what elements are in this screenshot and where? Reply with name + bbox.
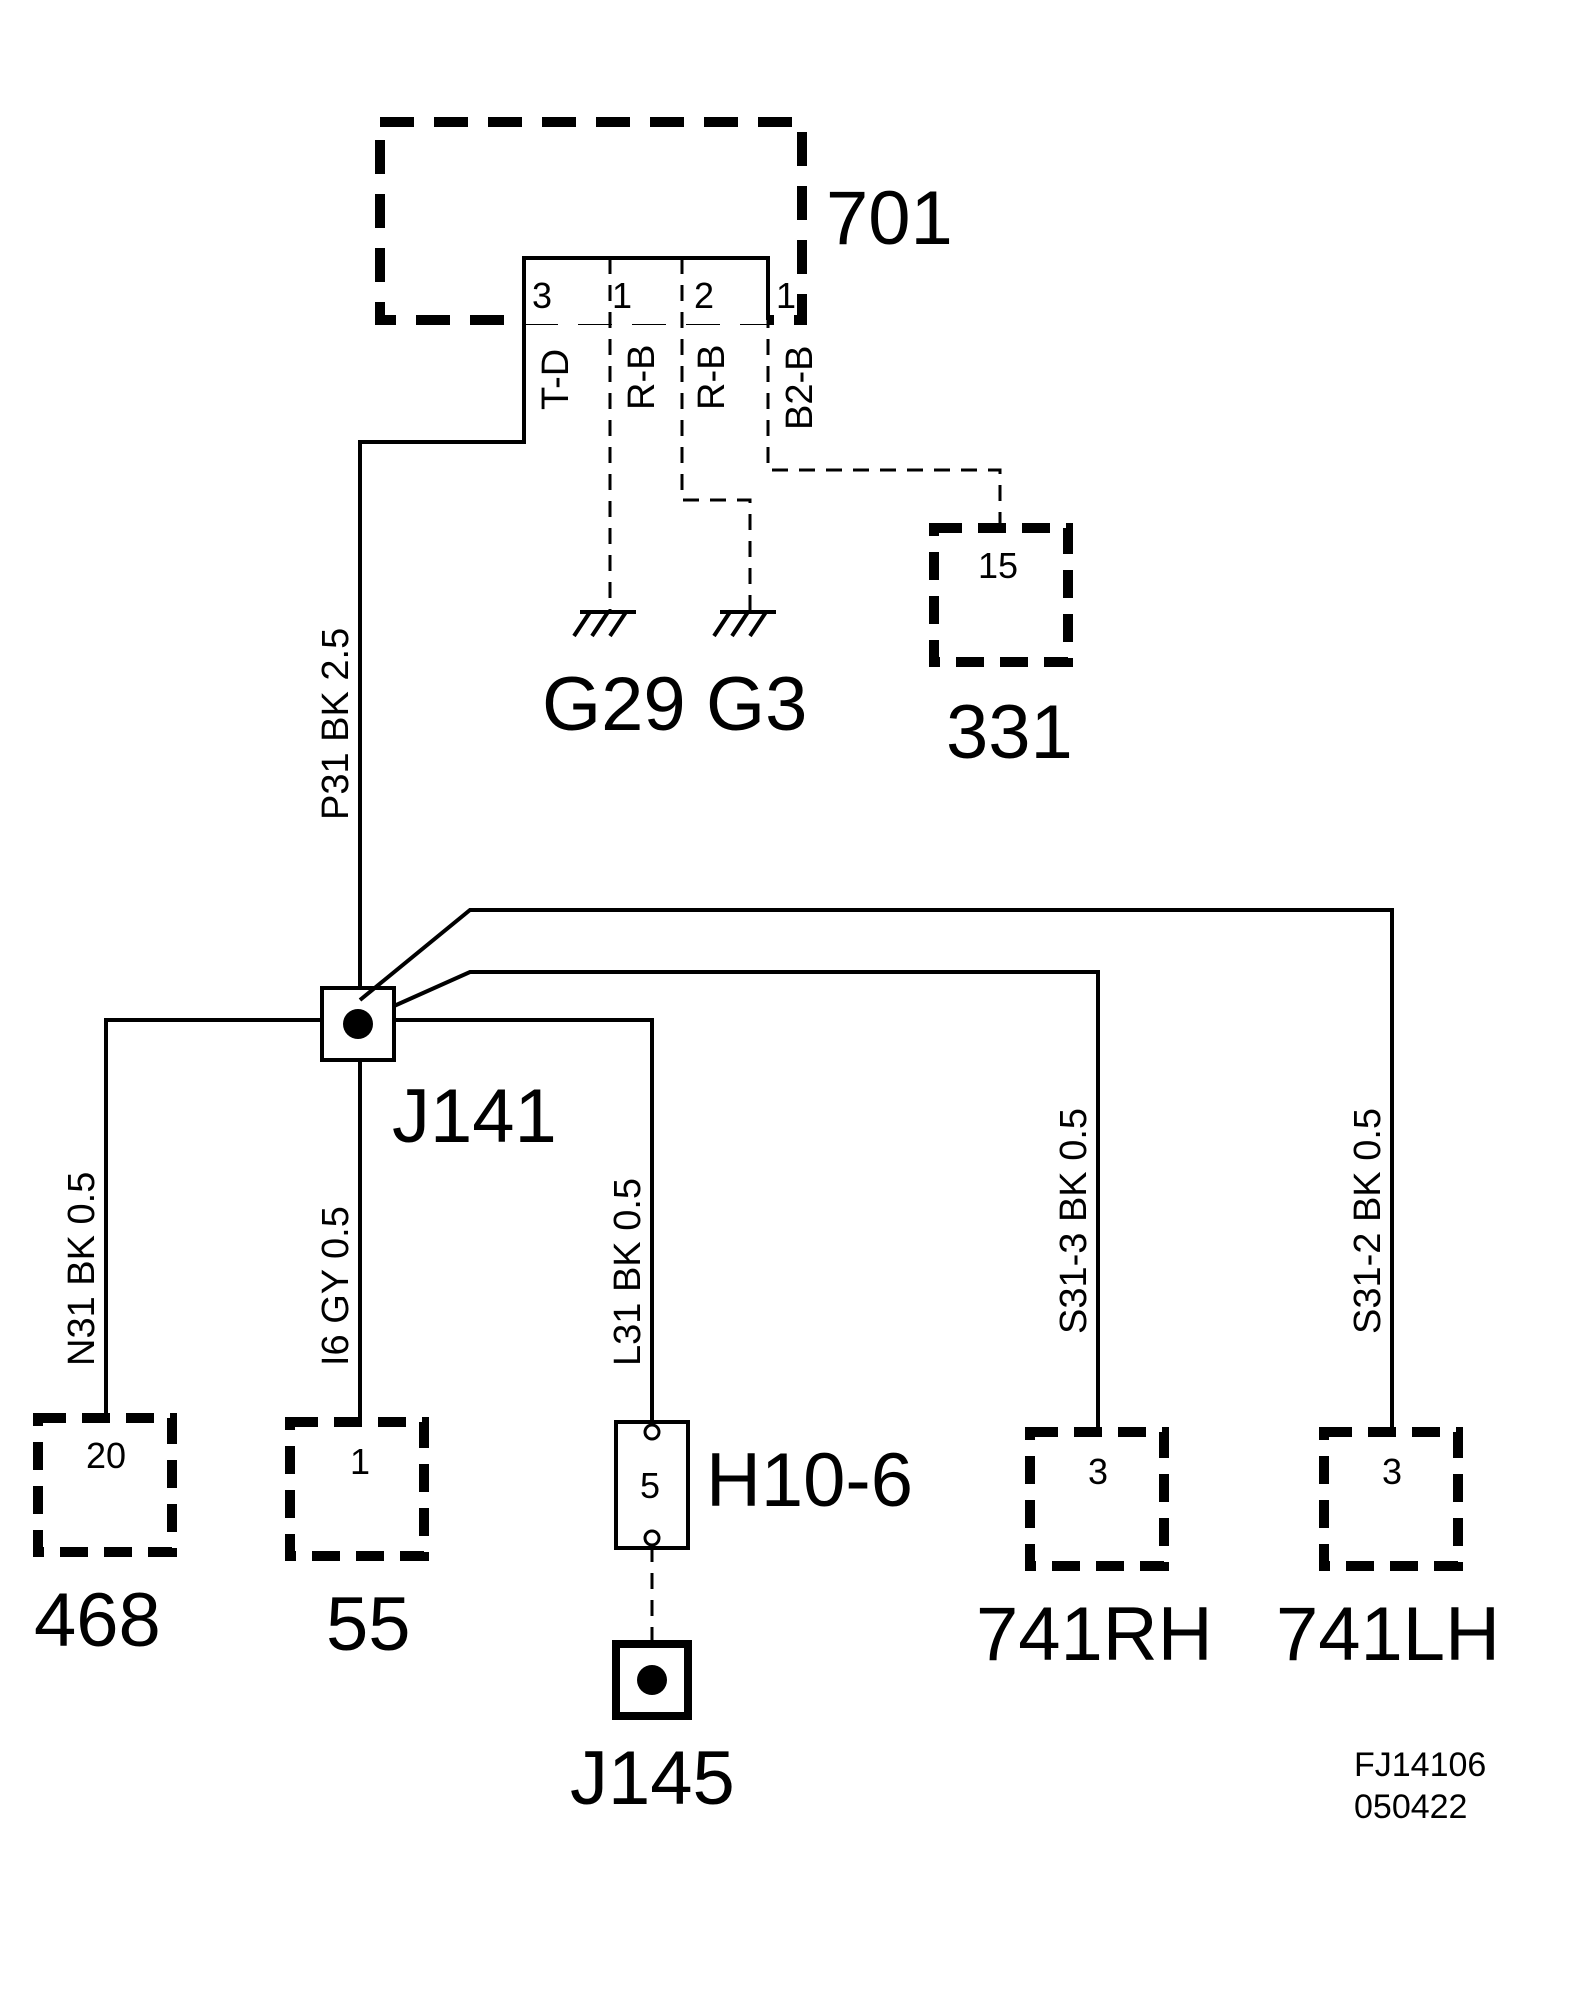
component-741lh-box [1319,1427,1463,1571]
pin-468-20: 20 [86,1435,126,1476]
component-701: 701 3 1 2 1 [375,117,953,325]
wire-s31-2 [358,908,1394,1432]
wire-label-b2-b: B2-B [779,346,821,430]
connector-h10-6-label: H10-6 [706,1438,913,1523]
ground-g3-label: G3 [706,662,807,747]
wire-label-i6: I6 GY 0.5 [315,1206,357,1366]
component-741rh-box [1025,1427,1169,1571]
junction-j145-dot [637,1665,667,1695]
component-741lh: 3 741LH [1276,1427,1500,1677]
junction-j141-dot [343,1009,373,1039]
wire-b2-b [766,258,1002,528]
ground-g3-symbol [712,610,776,638]
component-701-label: 701 [826,176,953,261]
component-468: 20 468 [33,1413,177,1663]
pin-h10-6-5: 5 [640,1465,660,1506]
component-55-box [285,1417,429,1561]
wire-label-t-d: T-D [535,349,577,410]
connector-h10-6-body [614,1420,690,1550]
wire-r-b-g3 [680,258,752,612]
wire-label-s31-3: S31-3 BK 0.5 [1053,1108,1095,1334]
junction-j145: J145 [570,1640,735,1821]
junction-j145-label: J145 [570,1736,735,1821]
connector-h10-6: 5 H10-6 [614,1420,913,1550]
component-331-label: 331 [946,690,1073,775]
wire-label-r-b-1: R-B [621,345,663,410]
pin-701-3: 3 [532,275,552,316]
component-468-box [33,1413,177,1557]
pin-741rh-3: 3 [1088,1451,1108,1492]
wire-label-r-b-2: R-B [691,345,733,410]
wire-label-s31-2: S31-2 BK 0.5 [1347,1108,1389,1334]
component-55-label: 55 [326,1582,411,1667]
pin-701-1b: 1 [776,275,796,316]
component-331-box [929,523,1073,667]
pin-331-15: 15 [978,545,1018,586]
wire-label-l31: L31 BK 0.5 [607,1178,649,1366]
reference-date: 050422 [1354,1788,1467,1826]
component-468-label: 468 [34,1578,161,1663]
pin-701-2: 2 [694,275,714,316]
ground-g29-symbol [572,610,636,638]
component-55: 1 55 [285,1417,429,1667]
wire-s31-3 [393,970,1100,1432]
component-741rh: 3 741RH [976,1427,1213,1677]
wire-n31 [104,1018,322,1418]
wire-p31 [358,258,526,1030]
wire-label-n31: N31 BK 0.5 [61,1172,103,1366]
component-741rh-label: 741RH [976,1592,1213,1677]
component-331: 15 331 [929,523,1073,775]
junction-j141: J141 [320,986,557,1159]
ground-g29-label: G29 [542,662,686,747]
reference-code: FJ14106 [1354,1746,1486,1784]
junction-j141-label: J141 [392,1074,557,1159]
component-741lh-label: 741LH [1276,1592,1500,1677]
pin-741lh-3: 3 [1382,1451,1402,1492]
pin-55-1: 1 [350,1441,370,1482]
wire-label-p31: P31 BK 2.5 [315,628,357,820]
pin-701-1a: 1 [612,275,632,316]
wire-l31 [394,1018,654,1424]
